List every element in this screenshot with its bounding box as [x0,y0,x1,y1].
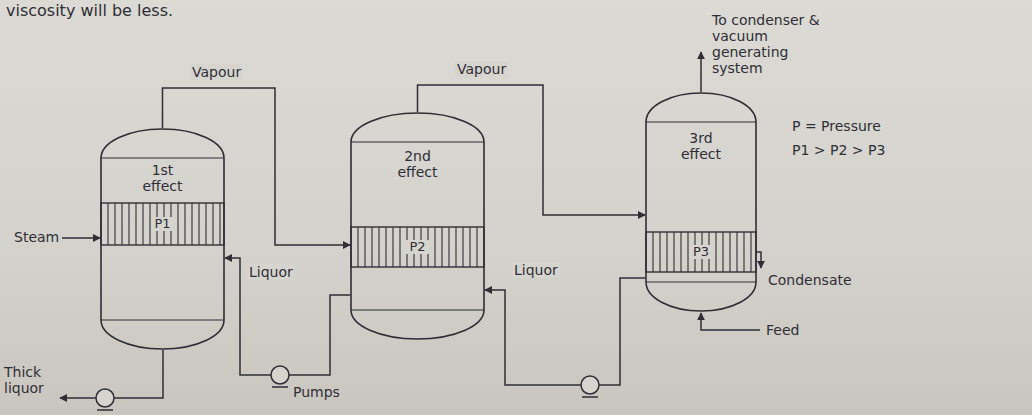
note-label: P1 > P2 > P3 [792,142,885,158]
pump-symbol [271,366,289,384]
vessel-seam [646,281,756,282]
effect-name: 2nd effect [388,148,448,180]
tube [212,203,213,245]
tube [673,232,674,272]
flow-label: Vapour [455,61,508,77]
tube [455,227,456,267]
product-line [114,350,163,398]
flow-line [225,258,350,375]
vessel-seam [646,121,756,122]
evaporator-vessel: 3rd effectP3 [645,92,757,312]
tube [666,232,667,272]
vacuum-line [700,52,702,92]
effect-name: 3rd effect [671,130,731,162]
vessel-outline [350,112,485,340]
tube [750,232,751,272]
product-outlet [60,397,96,399]
tube [434,227,435,267]
tube [659,232,660,272]
tube [680,232,681,272]
tube [448,227,449,267]
note-label: To condenser & vacuum generating system [712,12,840,76]
tube [392,227,393,267]
tube [687,232,688,272]
tube [715,232,716,272]
evaporator-vessel: 2nd effectP2 [350,112,485,340]
tube [385,227,386,267]
effect-name: 1st effect [133,162,193,194]
tube [177,203,178,245]
tube [441,227,442,267]
tube [476,227,477,267]
tube [371,227,372,267]
tube [736,232,737,272]
tube-bundle [646,232,756,272]
tube [652,232,653,272]
tube [205,203,206,245]
note-label: Thick liquor [4,364,56,396]
tube [135,203,136,245]
vessel-seam [101,157,224,158]
flow-line [485,278,645,385]
vessel-seam [351,141,484,142]
note-label: Condensate [768,272,852,288]
pressure-mark: P2 [406,240,428,254]
vessel-shell [351,113,484,339]
tube [107,203,108,245]
flow-label: Vapour [190,64,243,80]
note-label: Feed [766,322,799,338]
pressure-mark: P3 [690,245,712,259]
pressure-mark: P1 [151,217,173,231]
vessel-shell [646,93,756,311]
vessel-seam [101,319,224,320]
flow-label: Liquor [247,264,295,280]
tube [462,227,463,267]
tube [184,203,185,245]
vessel-outline [100,128,225,350]
flow-label: Liquor [512,262,560,278]
vessel-shell [101,129,224,349]
tube [399,227,400,267]
evaporator-vessel: 1st effectP1 [100,128,225,350]
steam-line [62,237,100,239]
note-label: Pumps [293,384,340,400]
condensate-line [757,252,761,268]
tube-bundle [351,227,484,267]
tube [128,203,129,245]
tube-bundle [101,203,224,245]
vessel-seam [351,309,484,310]
note-label: P = Pressure [792,118,881,134]
pump-base [582,396,598,398]
tube [378,227,379,267]
pump-base [272,386,288,388]
tube [219,203,220,245]
tube [364,227,365,267]
tube [722,232,723,272]
pump-base [97,409,113,411]
tube [357,227,358,267]
tube [743,232,744,272]
pump-symbol [96,389,114,407]
tube [142,203,143,245]
tube [149,203,150,245]
tube [198,203,199,245]
note-label: viscosity will be less. [6,2,173,20]
tube [121,203,122,245]
feed-line [701,313,760,330]
flow-line [418,85,646,215]
tube [114,203,115,245]
tube [469,227,470,267]
pump-symbol [581,376,599,394]
tube [729,232,730,272]
flow-line [163,88,351,245]
note-label: Steam [14,229,59,245]
vessel-outline [645,92,757,312]
tube [191,203,192,245]
